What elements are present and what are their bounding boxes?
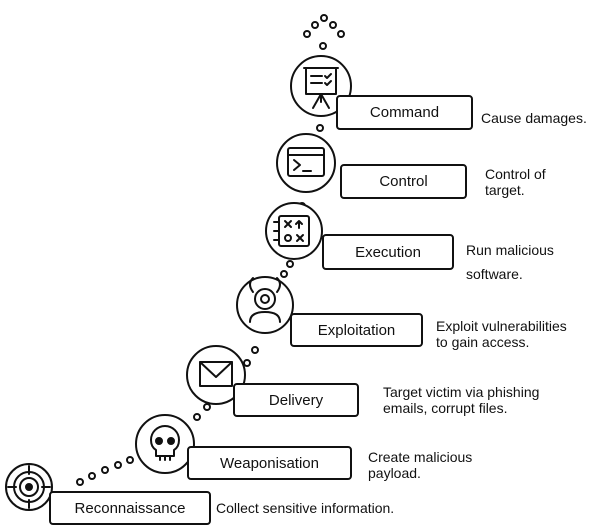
hacker-icon [236, 276, 294, 334]
strategy-board-icon [265, 202, 323, 260]
stage-description-delivery: Target victim via phishing emails, corru… [383, 384, 540, 416]
stage-label-execution: Execution [322, 234, 454, 270]
stage-label-reconnaissance: Reconnaissance [49, 491, 211, 525]
stage-label-weaponisation: Weaponisation [187, 446, 352, 480]
terminal-window-icon [276, 133, 336, 193]
stage-description-reconnaissance: Collect sensitive information. [216, 500, 395, 516]
envelope-icon [186, 345, 246, 405]
stage-description-exploitation: Exploit vulnerabilities to gain access. [436, 318, 567, 350]
stage-description-execution: Run malicious software. [466, 242, 554, 282]
stage-description-command: Cause damages. [481, 110, 587, 126]
skull-icon [135, 414, 195, 474]
stage-label-delivery: Delivery [233, 383, 359, 417]
stage-label-exploitation: Exploitation [290, 313, 423, 347]
stage-description-weaponisation: Create malicious payload. [368, 449, 473, 481]
stage-label-command: Command [336, 95, 473, 130]
stage-description-control: Control of target. [485, 166, 546, 198]
stage-label-control: Control [340, 164, 467, 199]
target-icon [5, 463, 53, 511]
